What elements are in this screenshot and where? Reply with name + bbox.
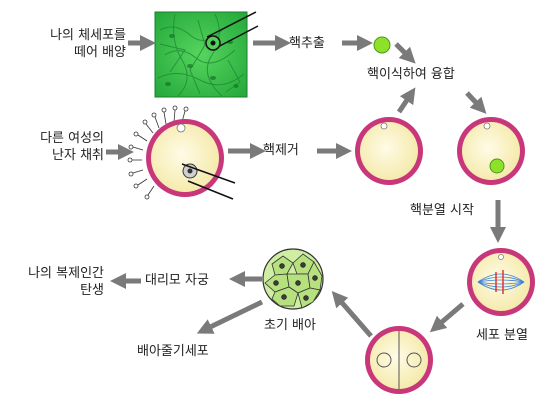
label-nuclear-transfer-fusion: 핵이식하여 융합 — [367, 67, 455, 82]
enucleated-egg — [355, 117, 423, 185]
label-nuclear-division-start: 핵분열 시작 — [410, 203, 474, 218]
early-embryo-morula — [262, 248, 324, 310]
label-egg-collection-line2: 난자 채취 — [52, 148, 104, 163]
process-arrows — [106, 34, 507, 338]
label-egg-collection-line1: 다른 여성의 — [40, 131, 104, 146]
label-clone-birth-line2: 탄생 — [80, 283, 104, 298]
label-somatic-culture-line2: 떼어 배양 — [74, 45, 126, 60]
arrow-fusion-to-egg — [465, 91, 487, 114]
fused-egg — [457, 117, 525, 185]
label-cell-division: 세포 분열 — [476, 328, 528, 343]
label-clone-birth-line1: 나의 복제인간 — [28, 266, 104, 281]
label-nucleus-extraction: 핵추출 — [289, 36, 325, 51]
arrow-division-to-twocell — [429, 302, 465, 333]
arrow-twocell-to-embryo — [331, 290, 373, 338]
somatic-cell-culture — [154, 11, 259, 98]
arrow-to-stem-cell — [196, 299, 264, 334]
label-embryonic-stem-cell: 배아줄기세포 — [137, 344, 209, 359]
label-somatic-culture: 나의 체세포를 떼어 배양 — [6, 27, 126, 61]
arrow-egg-to-fusion — [396, 87, 416, 114]
label-clone-birth: 나의 복제인간 탄생 — [2, 265, 104, 299]
extracted-nucleus — [373, 36, 391, 54]
label-somatic-culture-line1: 나의 체세포를 — [50, 28, 126, 43]
label-early-embryo: 초기 배아 — [264, 318, 316, 333]
dividing-cell-spindle — [467, 248, 535, 316]
two-cell-embryo — [365, 326, 433, 394]
arrow-nucleus-to-fusion — [394, 42, 416, 64]
label-egg-collection: 다른 여성의 난자 채취 — [0, 130, 104, 164]
label-surrogate-uterus: 대리모 자궁 — [145, 273, 209, 288]
egg-cell-with-cumulus — [127, 105, 236, 200]
label-enucleation: 핵제거 — [263, 143, 299, 158]
